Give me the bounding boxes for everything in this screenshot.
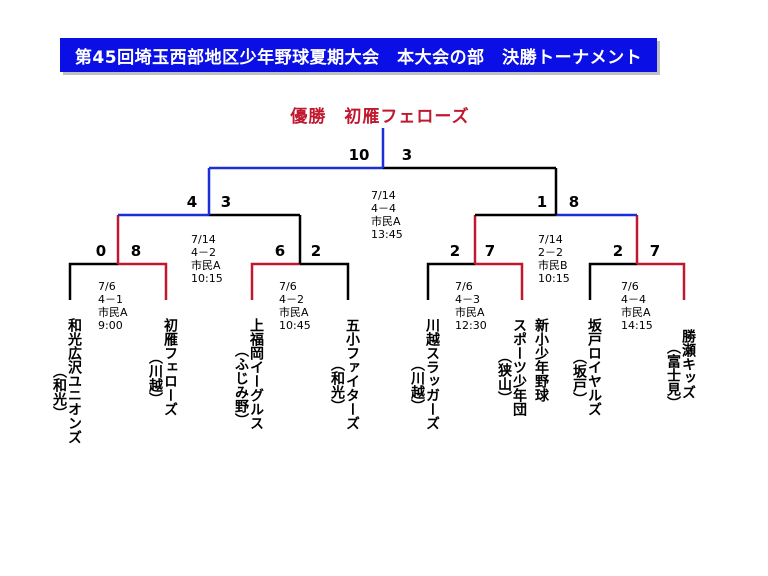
r1-match-2-score-text: 4－2: [279, 293, 304, 306]
team-6-name-line-1: 新小少年野球: [526, 318, 549, 402]
team-5-location: （川越）: [409, 357, 425, 413]
semifinal-2-score-text: 2－2: [538, 246, 563, 259]
team-7-name: 坂戸ロイヤルズ: [586, 318, 602, 416]
team-6-name: 新小少年野球: [533, 318, 549, 402]
tournament-title: 第45回埼玉西部地区少年野球夏期大会 本大会の部 決勝トーナメント: [60, 38, 657, 72]
team-5-name: 川越スラッガーズ: [424, 318, 440, 430]
team-4-name: 五小ファイターズ: [344, 318, 360, 430]
team-8-location: （富士見）: [665, 340, 681, 410]
final-score-right: 3: [401, 146, 413, 164]
semifinal-1-score-text: 4－2: [191, 246, 216, 259]
semifinal-1-lines: [118, 168, 300, 217]
team-7-location: （坂戸）: [571, 350, 587, 406]
r1-match-4-date: 7/6: [621, 280, 639, 293]
r1-match-3-score-right: 7: [484, 242, 496, 260]
r1-match-3-date: 7/6: [455, 280, 473, 293]
r1-match-1-info: 7/6 4－1 市民A 9:00: [98, 280, 128, 332]
final-lines: [209, 128, 556, 170]
r1-match-3-score-text: 4－3: [455, 293, 480, 306]
r1-match-2-info: 7/6 4－2 市民A 10:45: [279, 280, 311, 332]
r1-match-4-lines: [588, 215, 686, 300]
team-1-location: （和光）: [51, 364, 67, 420]
semifinal-2-time: 10:15: [538, 272, 570, 285]
r1-match-2-date: 7/6: [279, 280, 297, 293]
r1-match-3-info: 7/6 4－3 市民A 12:30: [455, 280, 487, 332]
team-3: 上福岡イーグルス （ふじみ野）: [233, 318, 264, 430]
r1-match-3-lines: [426, 215, 524, 300]
semifinal-1-time: 10:15: [191, 272, 223, 285]
r1-match-1-time: 9:00: [98, 319, 123, 332]
r1-match-2-score-right: 2: [310, 242, 322, 260]
semifinal-2-date: 7/14: [538, 233, 563, 246]
r1-match-2-time: 10:45: [279, 319, 311, 332]
team-6-name-2: スポーツ少年団: [511, 318, 527, 416]
r1-match-1-score-text: 4－1: [98, 293, 123, 306]
team-3-location: （ふじみ野）: [233, 343, 249, 427]
semifinal-1-date: 7/14: [191, 233, 216, 246]
r1-match-1-venue: 市民A: [98, 306, 128, 319]
team-4: 五小ファイターズ （和光）: [329, 318, 360, 430]
semifinal-1-venue: 市民A: [191, 259, 221, 272]
team-8: 勝瀬キッズ （富士見）: [665, 318, 696, 410]
r1-match-3-venue: 市民A: [455, 306, 485, 319]
r1-match-2-lines: [250, 215, 350, 300]
semifinal-2-score-right: 8: [568, 193, 580, 211]
semifinal-1-score-left: 4: [186, 193, 198, 211]
r1-match-4-info: 7/6 4－4 市民A 14:15: [621, 280, 653, 332]
r1-match-4-score-right: 7: [649, 242, 661, 260]
semifinal-1-score-right: 3: [220, 193, 232, 211]
r1-match-4-score-left: 2: [612, 242, 624, 260]
champion-label: 優勝 初雁フェローズ: [290, 107, 470, 127]
semifinal-2-score-left: 1: [536, 193, 548, 211]
r1-match-4-venue: 市民A: [621, 306, 651, 319]
r1-match-3-time: 12:30: [455, 319, 487, 332]
r1-match-1-lines: [68, 215, 168, 300]
team-4-location: （和光）: [329, 357, 345, 413]
r1-match-3-score-left: 2: [449, 242, 461, 260]
semifinal-1-info: 7/14 4－2 市民A 10:15: [191, 233, 223, 285]
team-6-location: （狭山）: [496, 349, 512, 405]
r1-match-1-score-left: 0: [95, 242, 107, 260]
r1-match-2-venue: 市民A: [279, 306, 309, 319]
r1-match-4-time: 14:15: [621, 319, 653, 332]
team-5: 川越スラッガーズ （川越）: [409, 318, 440, 430]
r1-match-1-score-right: 8: [130, 242, 142, 260]
semifinal-2-info: 7/14 2－2 市民B 10:15: [538, 233, 570, 285]
team-7: 坂戸ロイヤルズ （坂戸）: [571, 318, 602, 416]
final-score-text: 4－4: [371, 202, 396, 215]
final-date: 7/14: [371, 189, 396, 202]
team-1-name: 和光広沢ユニオンズ: [66, 318, 82, 444]
final-venue: 市民A: [371, 215, 401, 228]
r1-match-2-score-left: 6: [274, 242, 286, 260]
team-2-location: （川越）: [147, 350, 163, 406]
semifinal-2-venue: 市民B: [538, 259, 568, 272]
final-time: 13:45: [371, 228, 403, 241]
final-info: 7/14 4－4 市民A 13:45: [371, 189, 403, 241]
semifinal-2-lines: [475, 168, 637, 217]
r1-match-4-score-text: 4－4: [621, 293, 646, 306]
team-8-name: 勝瀬キッズ: [680, 329, 696, 399]
final-score-left: 10: [348, 146, 370, 164]
team-3-name: 上福岡イーグルス: [248, 318, 264, 430]
team-1: 和光広沢ユニオンズ （和光）: [51, 318, 82, 444]
team-2-name: 初雁フェローズ: [162, 318, 178, 416]
team-2: 初雁フェローズ （川越）: [147, 318, 178, 416]
team-6: スポーツ少年団 （狭山）: [496, 318, 527, 416]
r1-match-1-date: 7/6: [98, 280, 116, 293]
